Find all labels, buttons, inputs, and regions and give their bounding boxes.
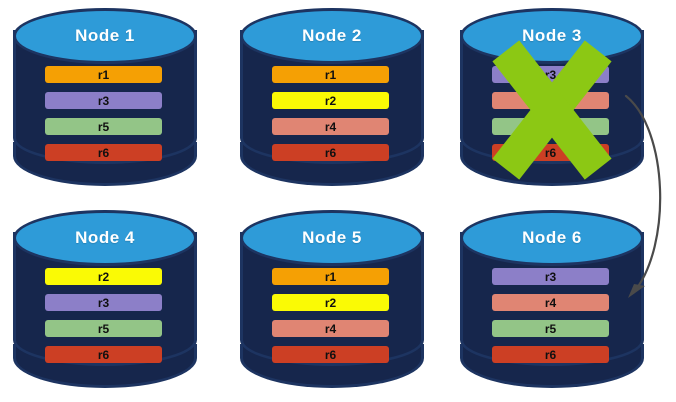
record-label: r1	[324, 269, 337, 284]
record-label: r3	[97, 93, 110, 108]
record-row[interactable]: r1	[272, 66, 389, 83]
record-row[interactable]: r5	[45, 118, 162, 135]
record-label: r3	[544, 67, 557, 82]
node-1[interactable]: Node 1 r1 r3 r5 r6	[13, 8, 197, 186]
cylinder-top: Node 4	[13, 210, 197, 266]
cylinder-top: Node 3	[460, 8, 644, 64]
record-row[interactable]: r4	[272, 320, 389, 337]
record-label: r4	[544, 93, 557, 108]
record-list: r1 r3 r5 r6	[45, 66, 162, 170]
record-row[interactable]: r5	[45, 320, 162, 337]
record-label: r5	[97, 119, 110, 134]
record-label: r3	[97, 295, 110, 310]
record-row[interactable]: r6	[272, 346, 389, 363]
node-title: Node 4	[75, 228, 135, 247]
record-label: r2	[324, 295, 337, 310]
record-row[interactable]: r3	[45, 294, 162, 311]
record-row[interactable]: r3	[45, 92, 162, 109]
cylinder-top: Node 1	[13, 8, 197, 64]
cylinder-top: Node 2	[240, 8, 424, 64]
record-row[interactable]: r3	[492, 66, 609, 83]
record-label: r5	[544, 321, 557, 336]
record-row[interactable]: r1	[272, 268, 389, 285]
record-row[interactable]: r6	[45, 144, 162, 161]
record-row[interactable]: r4	[492, 92, 609, 109]
record-row[interactable]: r4	[272, 118, 389, 135]
node-3[interactable]: Node 3 r3 r4 r5 r6	[460, 8, 644, 186]
record-list: r1 r2 r4 r6	[272, 66, 389, 170]
node-2[interactable]: Node 2 r1 r2 r4 r6	[240, 8, 424, 186]
record-row[interactable]: r6	[45, 346, 162, 363]
node-title: Node 6	[522, 228, 582, 247]
record-list: r3 r4 r5 r6	[492, 66, 609, 170]
record-label: r6	[97, 145, 110, 160]
record-label: r6	[544, 347, 557, 362]
record-label: r6	[324, 347, 337, 362]
record-label: r4	[324, 119, 337, 134]
cylinder-top: Node 5	[240, 210, 424, 266]
record-label: r1	[97, 67, 110, 82]
node-5[interactable]: Node 5 r1 r2 r4 r6	[240, 210, 424, 388]
node-title: Node 3	[522, 26, 582, 45]
record-label: r6	[97, 347, 110, 362]
record-row[interactable]: r1	[45, 66, 162, 83]
record-list: r2 r3 r5 r6	[45, 268, 162, 372]
node-6[interactable]: Node 6 r3 r4 r5 r6	[460, 210, 644, 388]
record-row[interactable]: r6	[272, 144, 389, 161]
record-row[interactable]: r3	[492, 268, 609, 285]
record-label: r6	[544, 145, 557, 160]
record-row[interactable]: r4	[492, 294, 609, 311]
record-row[interactable]: r2	[272, 92, 389, 109]
node-title: Node 1	[75, 26, 135, 45]
record-label: r4	[324, 321, 337, 336]
cylinder-top: Node 6	[460, 210, 644, 266]
record-row[interactable]: r5	[492, 118, 609, 135]
record-label: r4	[544, 295, 557, 310]
record-label: r6	[324, 145, 337, 160]
record-label: r1	[324, 67, 337, 82]
node-title: Node 5	[302, 228, 362, 247]
record-row[interactable]: r2	[272, 294, 389, 311]
record-label: r5	[544, 119, 557, 134]
record-row[interactable]: r5	[492, 320, 609, 337]
record-label: r2	[324, 93, 337, 108]
node-title: Node 2	[302, 26, 362, 45]
record-row[interactable]: r6	[492, 346, 609, 363]
record-row[interactable]: r6	[492, 144, 609, 161]
record-label: r2	[97, 269, 110, 284]
record-list: r3 r4 r5 r6	[492, 268, 609, 372]
record-list: r1 r2 r4 r6	[272, 268, 389, 372]
record-label: r5	[97, 321, 110, 336]
record-label: r3	[544, 269, 557, 284]
node-4[interactable]: Node 4 r2 r3 r5 r6	[13, 210, 197, 388]
record-row[interactable]: r2	[45, 268, 162, 285]
